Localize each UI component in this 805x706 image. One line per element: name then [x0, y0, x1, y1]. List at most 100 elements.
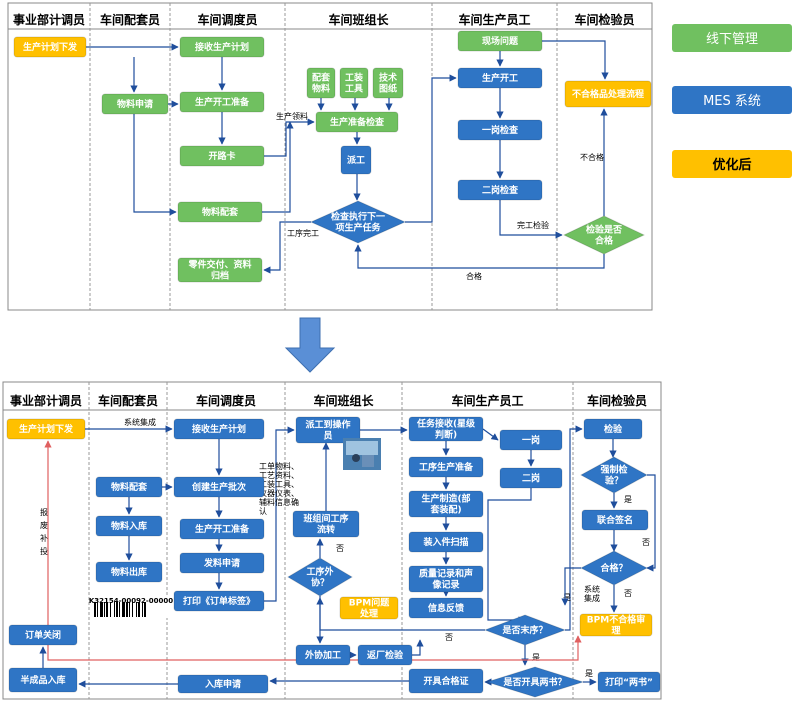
top-prep-check-node[interactable]: 生产准备检查 — [315, 111, 399, 133]
bottom-bpm-nonconforming-node-label: BPM不合格审理 — [587, 614, 645, 637]
top-edge-label-fail: 不合格 — [580, 152, 604, 162]
bottom-inspect-node[interactable]: 检验 — [583, 418, 643, 440]
top-edge-inspect-pass-back — [354, 244, 605, 269]
bottom-outsource-q-decision[interactable]: 工序外协？ — [287, 557, 353, 597]
top-nonconforming-node[interactable]: 不合格品处理流程 — [564, 80, 652, 108]
bottom-joint-sign-node-label: 联合签名 — [597, 514, 633, 526]
bottom-print-order-node-label: 打印《订单标签》 — [183, 595, 255, 607]
top-receive-plan-node[interactable]: 接收生产计划 — [179, 36, 265, 58]
bottom-process-prep-node-label: 工序生产准备 — [419, 461, 474, 473]
bottom-material-out-node[interactable]: 物料出库 — [95, 561, 163, 583]
bottom-second-post-node[interactable]: 二岗 — [499, 467, 563, 489]
bottom-qualified-cert-node[interactable]: 开具合格证 — [408, 668, 484, 694]
bottom-semi-storage-node-label: 半成品入库 — [20, 674, 65, 686]
bottom-task-receive-node[interactable]: 任务接收(星级判断) — [408, 416, 484, 442]
top-dispatch-node[interactable]: 派工 — [340, 145, 372, 175]
top-start-prod-node-label: 生产开工 — [482, 72, 518, 84]
top-edge-exec-to-start — [405, 74, 457, 223]
top-edge-exec-to-delivery — [263, 221, 311, 274]
top-check-exec-decision-label: 检查执行下一项生产任务 — [331, 211, 385, 234]
bottom-bpm-nonconforming-node[interactable]: BPM不合格审理 — [579, 613, 653, 637]
bottom-create-batch-node[interactable]: 创建生产批次 — [173, 476, 265, 498]
top-plan-issue-node[interactable]: 生产计划下发 — [13, 36, 87, 58]
top-nonconforming-node-label: 不合格品处理流程 — [572, 88, 644, 100]
legend-optimized: 优化后 — [672, 150, 792, 178]
top-site-issue-node[interactable]: 现场问题 — [457, 30, 543, 52]
bottom-prod-prep-node-label: 生产开工准备 — [195, 523, 250, 535]
top-material-request-node[interactable]: 物料申请 — [101, 93, 169, 115]
top-first-check-node-label: 一岗检查 — [482, 124, 519, 136]
top-tooling-node[interactable]: 工装工具 — [339, 67, 369, 99]
top-inspect-pass-decision[interactable]: 检验是否合格 — [562, 215, 646, 255]
top-second-check-node[interactable]: 二岗检查 — [457, 179, 543, 201]
bottom-edge-red-bpm-feedback — [90, 635, 582, 661]
top-edge-request-to-kit — [133, 114, 177, 216]
bottom-assembly-scan-node[interactable]: 装入件扫描 — [408, 531, 484, 553]
bottom-prod-make-node[interactable]: 生产制造(部套装配) — [408, 490, 484, 518]
bottom-plan-issue-node[interactable]: 生产计划下发 — [6, 418, 86, 440]
bottom-edge-label-yes-3: 是 — [563, 593, 571, 602]
bottom-prod-prep-node[interactable]: 生产开工准备 — [179, 518, 265, 540]
top-tech-drawing-node[interactable]: 技术图纸 — [372, 67, 404, 99]
bottom-last-q-decision[interactable]: 是否末序？ — [483, 614, 567, 646]
bottom-scrap-supplement-label: 报废补投 — [40, 507, 48, 556]
top-first-check-node[interactable]: 一岗检查 — [457, 119, 543, 141]
bottom-lane-title-2: 车间调度员 — [196, 393, 256, 408]
bottom-team-transfer-node[interactable]: 班组间工序流转 — [292, 510, 360, 538]
bottom-issue-request-node[interactable]: 发料申请 — [179, 552, 265, 574]
top-parts-delivery-node[interactable]: 零件交付、资料归档 — [177, 257, 263, 283]
bottom-storage-request-node[interactable]: 入库申请 — [177, 674, 269, 694]
bottom-swimlanes: 事业部计调员车间配套员车间调度员车间班组长车间生产员工车间检验员 — [2, 381, 662, 700]
top-prod-prep-node[interactable]: 生产开工准备 — [179, 91, 265, 113]
bottom-two-books-q-decision[interactable]: 是否开具两书？ — [485, 666, 585, 698]
legend-offline-label: 线下管理 — [706, 32, 758, 47]
bottom-edge-label-yes-4: 是 — [624, 495, 632, 504]
top-second-check-node-label: 二岗检查 — [482, 184, 519, 196]
bottom-semi-storage-node[interactable]: 半成品入库 — [8, 667, 78, 693]
bottom-order-close-node[interactable]: 订单关闭 — [8, 624, 78, 646]
bottom-joint-sign-node[interactable]: 联合签名 — [581, 509, 649, 531]
top-material-kit-node[interactable]: 物料配套 — [177, 201, 263, 223]
bottom-last-q-decision-label: 是否末序？ — [501, 624, 547, 636]
top-work-card-node-label: 开路卡 — [208, 150, 235, 162]
bottom-material-kit-node[interactable]: 物料配套 — [95, 476, 163, 498]
legend-optimized-swatch — [672, 150, 792, 178]
bottom-bpm-issue-node-label: BPM问题处理 — [349, 597, 390, 620]
bottom-edge-force-no — [646, 474, 656, 572]
bottom-pass-q-decision[interactable]: 合格？ — [579, 550, 649, 586]
bottom-edge-red-scrap — [44, 440, 90, 661]
bottom-plan-issue-node-label: 生产计划下发 — [19, 423, 74, 435]
bottom-quality-record-node[interactable]: 质量记录和声像记录 — [408, 565, 484, 593]
bottom-print-order-node[interactable]: 打印《订单标签》 — [173, 590, 265, 612]
top-edge-kit-to-check — [262, 121, 294, 213]
bottom-print-two-books-node[interactable]: 打印“两书” — [597, 671, 661, 693]
top-edge-second-to-inspect — [499, 200, 563, 239]
top-edge-site-to-nonconf — [542, 40, 609, 80]
bottom-edge-last-to-inspect — [565, 425, 583, 631]
bottom-first-post-node-label: 一岗 — [522, 434, 540, 446]
top-kit-material-node[interactable]: 配套物料 — [306, 67, 336, 99]
top-edge-label-prod-material: 生产领料 — [276, 111, 308, 121]
bottom-receive-plan-node[interactable]: 接收生产计划 — [173, 418, 265, 440]
bottom-outsource-process-node[interactable]: 外协加工 — [295, 644, 351, 666]
legend-mes: MES 系统 — [672, 86, 792, 114]
order-barcode-icon: K32154-00092-00000 — [89, 596, 173, 618]
bottom-bpm-issue-node[interactable]: BPM问题处理 — [339, 596, 399, 620]
bottom-edge-second-to-last — [487, 488, 532, 624]
top-work-card-node[interactable]: 开路卡 — [179, 145, 265, 167]
top-check-exec-decision[interactable]: 检查执行下一项生产任务 — [309, 200, 407, 244]
bottom-info-feedback-node-label: 信息反馈 — [428, 602, 464, 614]
bottom-process-prep-node[interactable]: 工序生产准备 — [408, 456, 484, 478]
bottom-dispatch-node[interactable]: 派工到操作员 — [295, 416, 361, 444]
bottom-first-post-node[interactable]: 一岗 — [499, 429, 563, 451]
bottom-return-inspect-node[interactable]: 返厂检验 — [357, 644, 413, 666]
bottom-material-in-node[interactable]: 物料入库 — [95, 515, 163, 537]
bottom-material-in-node-label: 物料入库 — [111, 520, 147, 532]
top-prep-check-node-label: 生产准备检查 — [330, 116, 385, 128]
bottom-force-inspect-q-decision[interactable]: 强制检验？ — [579, 456, 649, 494]
bottom-edge-label-no-2: 否 — [445, 633, 453, 642]
top-start-prod-node[interactable]: 生产开工 — [457, 67, 543, 89]
bottom-info-feedback-node[interactable]: 信息反馈 — [408, 597, 484, 619]
bottom-outsource-process-node-label: 外协加工 — [304, 649, 341, 661]
